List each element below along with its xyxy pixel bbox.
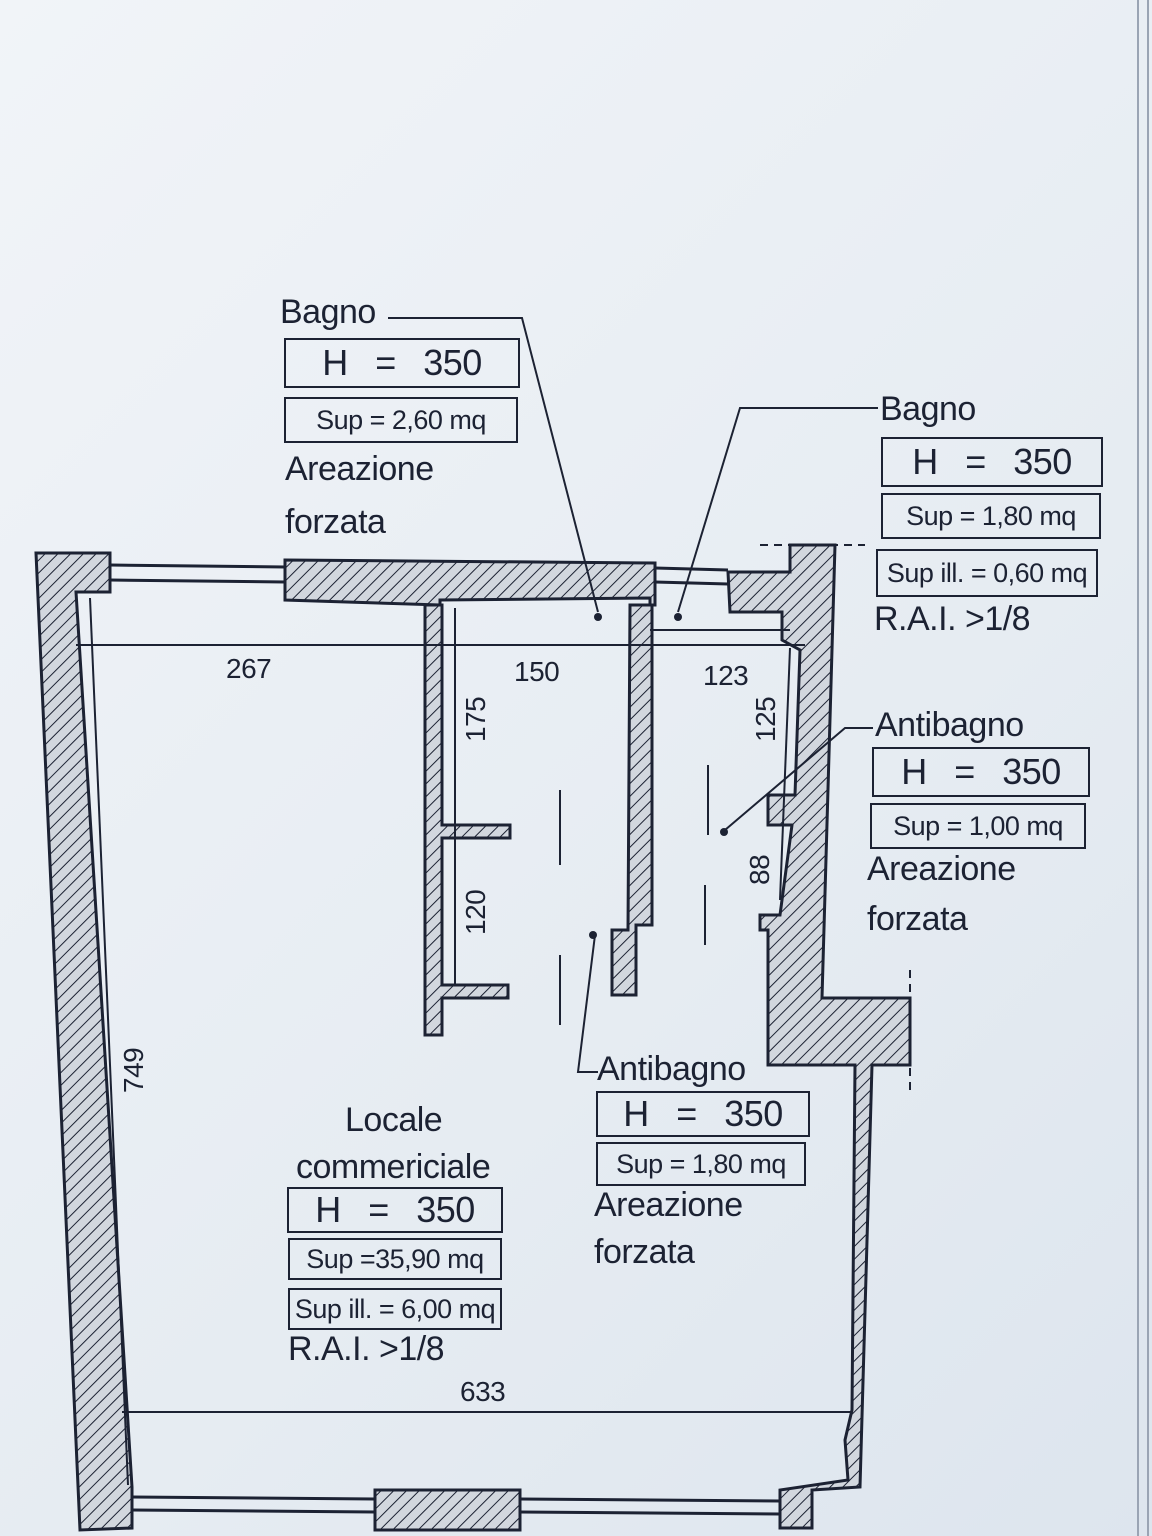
height-box-antibagno-center: H = 350	[596, 1091, 810, 1137]
partition-wall-center	[610, 603, 654, 997]
rai-ratio: R.A.I. >1/8	[288, 1330, 445, 1368]
room-name-antibagno-right: Antibagno	[875, 706, 1024, 744]
rai-ratio: R.A.I. >1/8	[874, 600, 1031, 638]
right-upper-wall	[726, 543, 912, 1530]
room-name-bagno-right: Bagno	[880, 390, 976, 428]
ventilation-note: Areazione	[867, 850, 1016, 888]
dimension-175: 175	[460, 696, 491, 742]
height-box-antibagno-right: H = 350	[872, 747, 1090, 797]
area-box-bagno-right: Sup = 1,80 mq	[881, 493, 1101, 539]
dimension-120: 120	[460, 889, 491, 935]
bottom-wall	[373, 1488, 522, 1532]
ventilation-note: forzata	[285, 503, 386, 541]
area-box-locale: Sup =35,90 mq	[288, 1238, 502, 1280]
dimension-150: 150	[514, 656, 560, 687]
top-wall	[283, 558, 657, 607]
dimension-749: 749	[118, 1047, 149, 1093]
dimension-125: 125	[750, 696, 781, 742]
dimension-633: 633	[460, 1376, 506, 1407]
room-name-bagno-left: Bagno	[280, 293, 376, 331]
lit-area-box-locale: Sup ill. = 6,00 mq	[288, 1288, 502, 1330]
height-box-locale: H = 350	[287, 1187, 503, 1233]
height-box-bagno-left: H = 350	[284, 338, 520, 388]
room-name-antibagno-center: Antibagno	[597, 1050, 746, 1088]
ventilation-note: forzata	[867, 900, 968, 938]
height-box-bagno-right: H = 350	[881, 437, 1103, 487]
partition-wall-left	[423, 603, 512, 1037]
dimension-267: 267	[226, 653, 272, 684]
area-box-bagno-left: Sup = 2,60 mq	[284, 397, 518, 443]
room-name-locale: Locale	[345, 1101, 443, 1139]
area-box-antibagno-right: Sup = 1,00 mq	[870, 803, 1086, 849]
ventilation-note: Areazione	[285, 450, 434, 488]
left-wall	[34, 551, 134, 1532]
dimension-88: 88	[744, 854, 775, 885]
room-name-locale: commericiale	[296, 1148, 491, 1186]
ventilation-note: Areazione	[594, 1186, 743, 1224]
dimension-123: 123	[703, 660, 749, 691]
ventilation-note: forzata	[594, 1233, 695, 1271]
area-box-antibagno-center: Sup = 1,80 mq	[596, 1142, 806, 1186]
lit-area-box-bagno-right: Sup ill. = 0,60 mq	[876, 549, 1098, 597]
